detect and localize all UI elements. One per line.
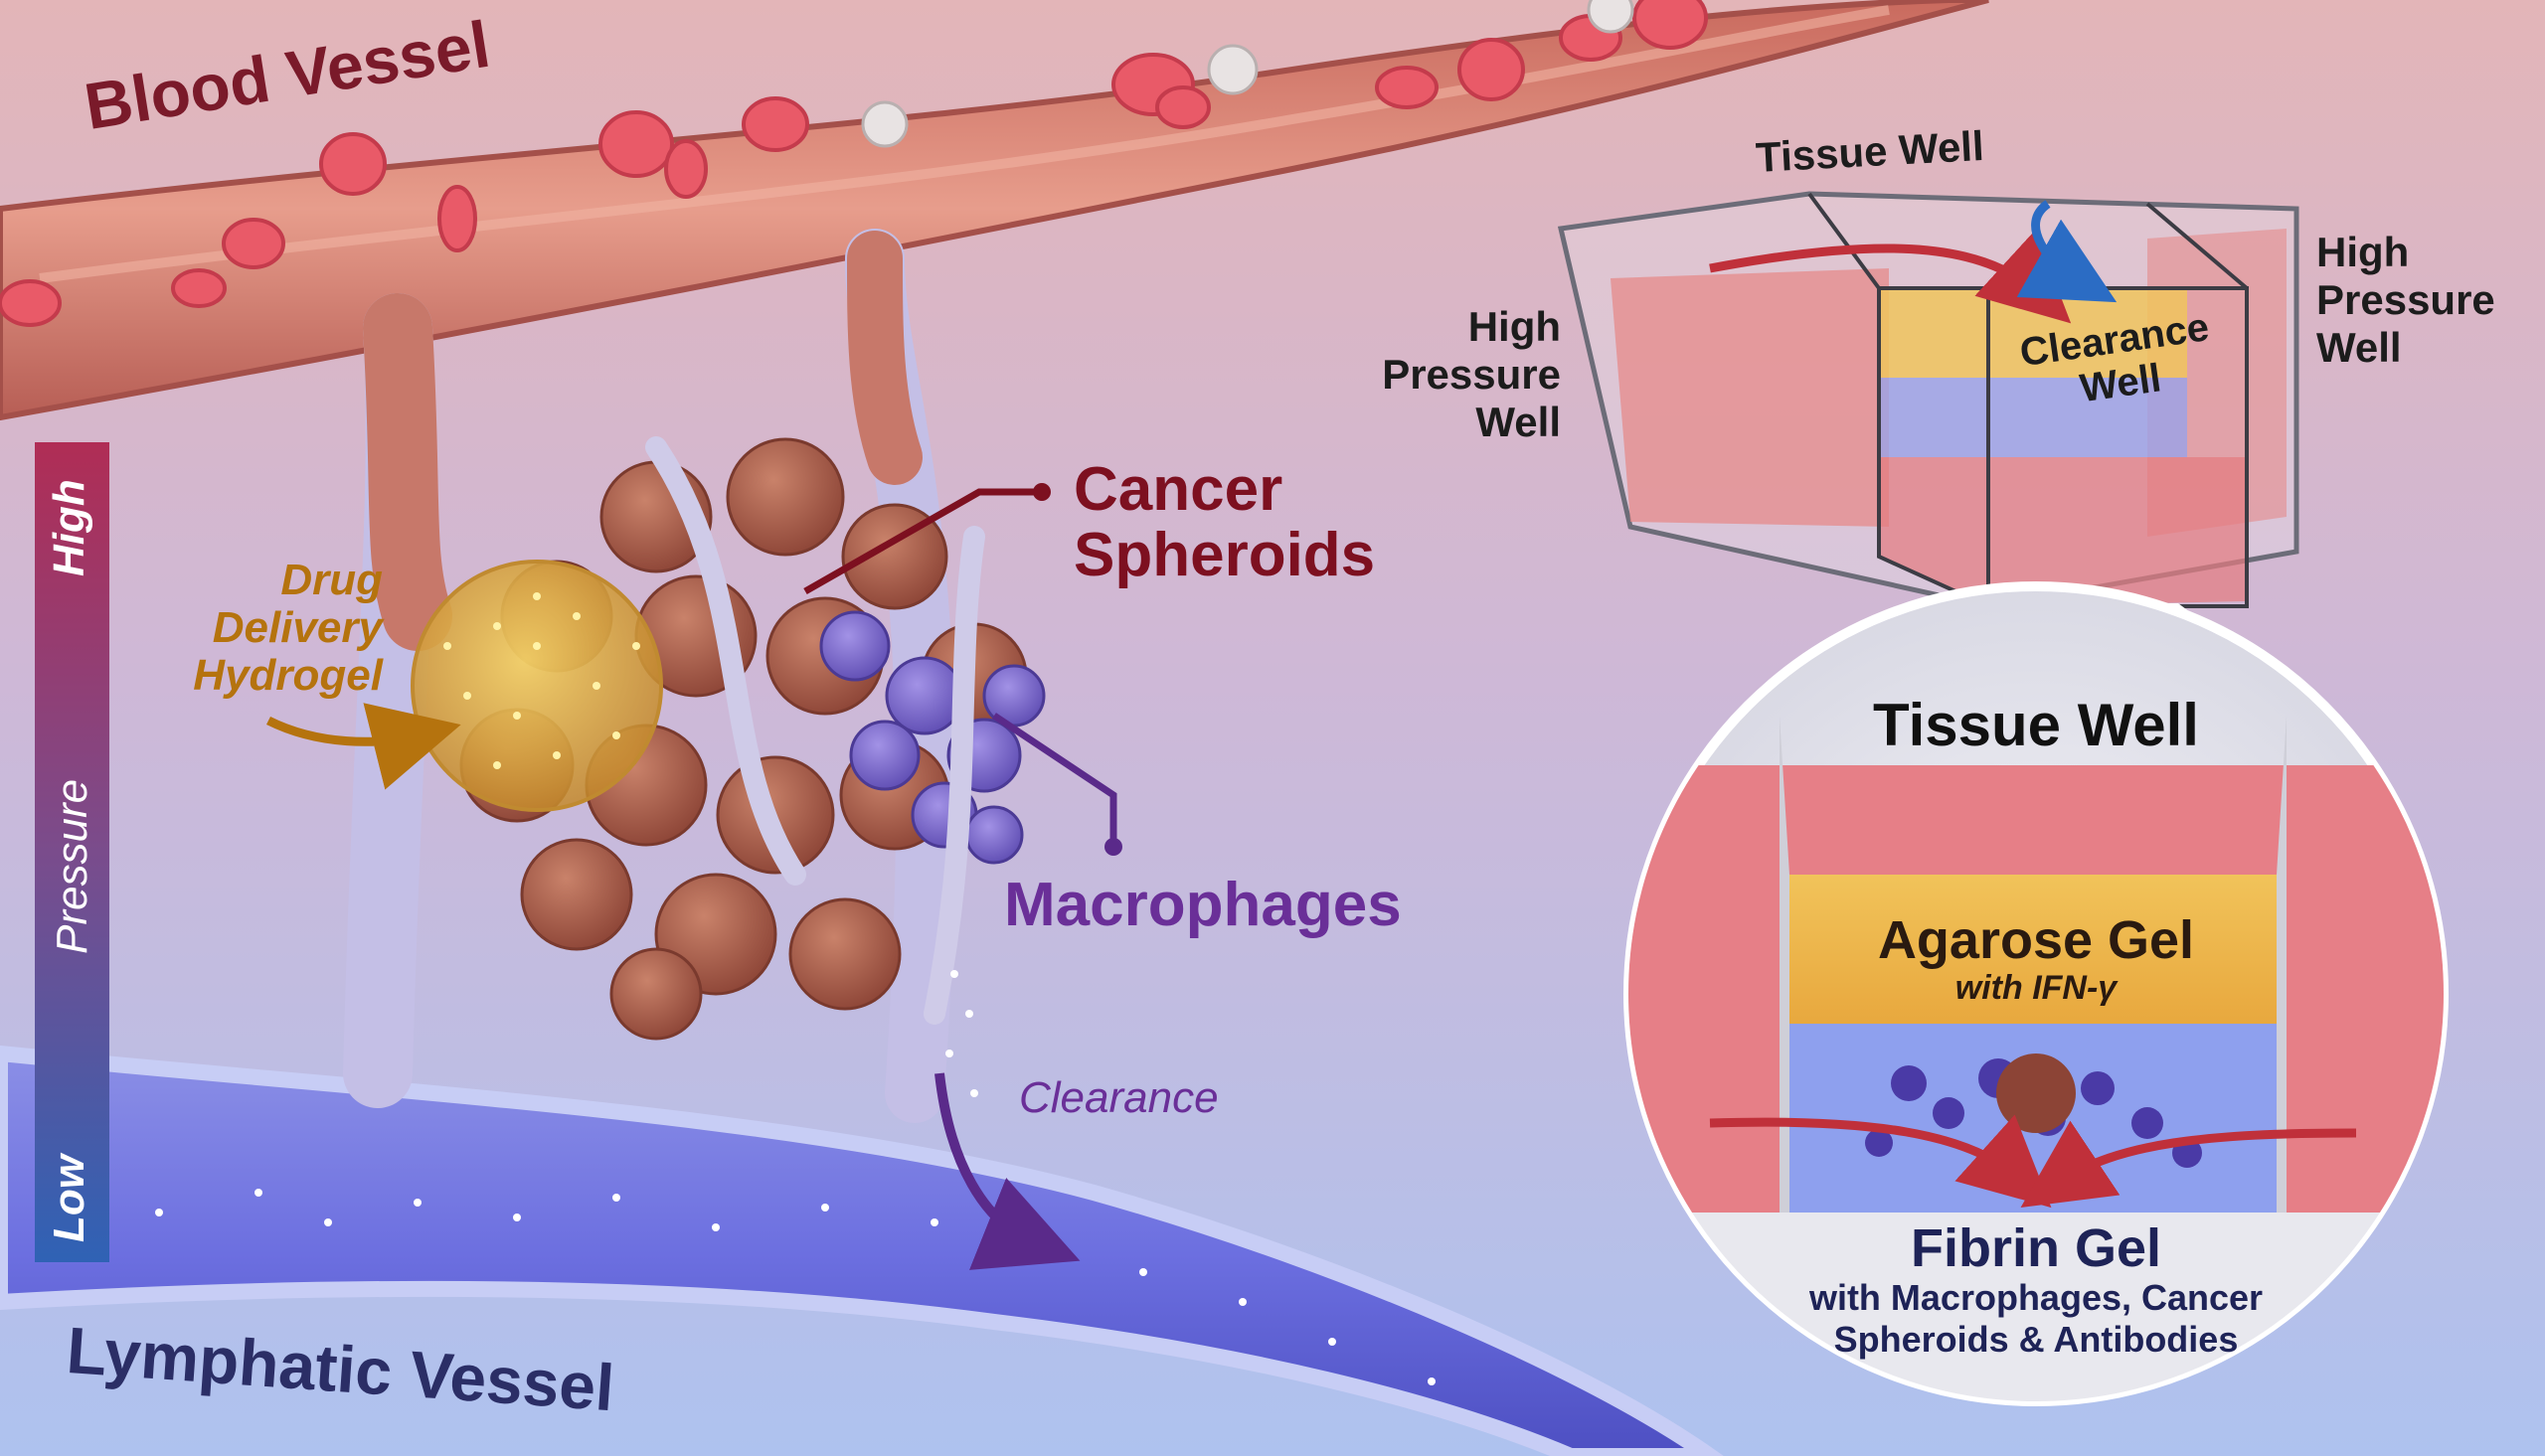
hydrogel-line-2: Delivery xyxy=(212,603,383,652)
drug-delivery-hydrogel-label: Drug Delivery Hydrogel xyxy=(119,557,383,700)
device-3d xyxy=(1557,191,2299,609)
blood-vessel xyxy=(0,0,1989,421)
hydrogel-line-1: Drug xyxy=(280,556,383,604)
inset-fibrin-gel-sub: with Macrophages, Cancer Spheroids & Ant… xyxy=(1738,1277,2334,1361)
pressure-low-label: Low xyxy=(45,1155,93,1242)
drug-delivery-hydrogel xyxy=(411,560,663,812)
fibrin-sub-line-2: Spheroids & Antibodies xyxy=(1833,1319,2239,1360)
inset-tissue-well-title: Tissue Well xyxy=(1873,692,2199,758)
fibrin-sub-line-1: with Macrophages, Cancer xyxy=(1808,1277,2264,1318)
hydrogel-line-3: Hydrogel xyxy=(193,651,383,700)
cancer-spheroids-line-2: Spheroids xyxy=(1074,521,1376,589)
hydrogel-pointer-arrow xyxy=(265,703,461,790)
clearance-arrow xyxy=(934,1072,1081,1270)
hpw-right-line-3: Well xyxy=(2316,324,2402,371)
hpw-left-line-3: Well xyxy=(1475,399,1561,445)
hpw-left-line-2: Pressure xyxy=(1382,351,1561,398)
cancer-spheroids-label: Cancer Spheroids xyxy=(1074,457,1375,588)
pressure-scale-bar xyxy=(35,442,109,1262)
inset-agarose-gel-sub: with IFN-γ xyxy=(1954,969,2118,1007)
clearance-label: Clearance xyxy=(1019,1073,1219,1122)
macrophages-label: Macrophages xyxy=(1004,871,1402,939)
device-high-pressure-well-right: High Pressure Well xyxy=(2316,229,2535,372)
hpw-right-line-2: Pressure xyxy=(2316,276,2495,323)
inset-fibrin-gel-label: Fibrin Gel xyxy=(1910,1218,2162,1278)
inset-agarose-gel-label: Agarose Gel xyxy=(1877,910,2195,970)
pressure-axis-label: Pressure xyxy=(48,778,96,954)
inset-magnified-view xyxy=(1623,581,2449,1406)
hpw-left-line-1: High xyxy=(1467,303,1561,350)
pressure-high-label: High xyxy=(45,479,93,576)
leader-lines xyxy=(803,483,1122,856)
device-high-pressure-well-left: High Pressure Well xyxy=(1322,303,1561,446)
cancer-spheroids-line-1: Cancer xyxy=(1074,455,1283,524)
hpw-right-line-1: High xyxy=(2316,229,2410,275)
